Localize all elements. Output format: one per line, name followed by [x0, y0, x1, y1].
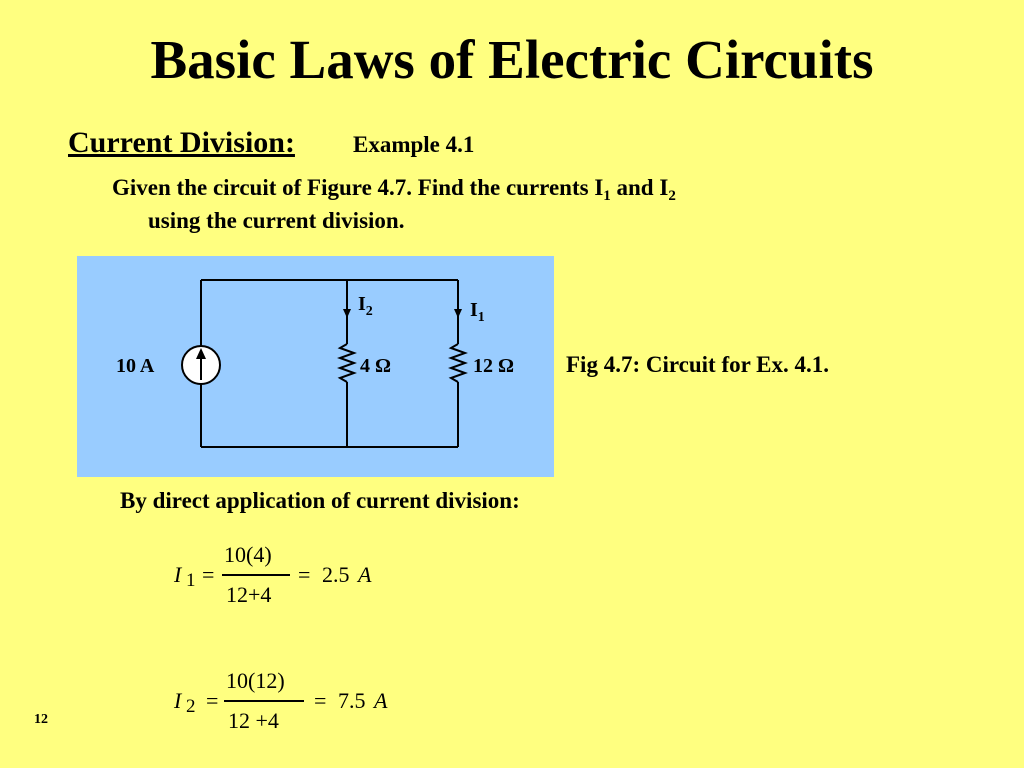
- eq-equals: =: [314, 688, 327, 713]
- current-i2-label: I2: [358, 293, 373, 319]
- figure-caption: Fig 4.7: Circuit for Ex. 4.1.: [566, 352, 829, 377]
- eq-equals: =: [202, 562, 215, 587]
- current-arrow-i1-icon: [454, 309, 462, 318]
- eq-numerator: 10(12): [226, 668, 285, 693]
- resistor-4-ohm: [337, 343, 357, 383]
- method-text: By direct application of current divisio…: [120, 488, 520, 513]
- eq-lhs: I: [174, 688, 182, 713]
- eq-equals: =: [298, 562, 311, 587]
- fraction-bar: [224, 700, 304, 702]
- equation-i2: I 2 = 10(12) 12 +4 = 7.5 A: [170, 666, 430, 742]
- problem-text: and I: [610, 175, 669, 200]
- eq-result-unit: A: [374, 688, 388, 713]
- section-heading: Current Division:: [68, 126, 295, 159]
- resistor-12-ohm: [448, 343, 468, 383]
- eq-equals: =: [206, 688, 219, 713]
- eq-lhs-sub: 1: [186, 570, 196, 591]
- resistor-4-label: 4 Ω: [360, 355, 391, 377]
- problem-text: Given the circuit of Figure 4.7. Find th…: [112, 175, 604, 200]
- slide-title: Basic Laws of Electric Circuits: [150, 29, 874, 90]
- eq-numerator: 10(4): [224, 542, 272, 567]
- example-label: Example 4.1: [353, 132, 475, 157]
- eq-lhs: I: [174, 562, 182, 587]
- current-source: [181, 345, 221, 385]
- current-arrow-i2-icon: [343, 309, 351, 318]
- circuit-diagram: 10 A 4 Ω 12 Ω I2 I1: [116, 279, 514, 448]
- eq-lhs-sub: 2: [186, 696, 196, 717]
- eq-denominator: 12+4: [226, 582, 272, 607]
- circuit-figure: 10 A 4 Ω 12 Ω I2 I1: [77, 256, 554, 477]
- eq-result-value: 7.5: [338, 688, 366, 713]
- resistor-12-label: 12 Ω: [473, 355, 514, 377]
- fraction-bar: [222, 574, 290, 576]
- equation-i1: I 1 = 10(4) 12+4 = 2.5 A: [170, 538, 410, 614]
- page-number: 12: [34, 712, 48, 727]
- eq-denominator: 12 +4: [228, 708, 279, 733]
- source-label: 10 A: [116, 355, 155, 377]
- eq-result-value: 2.5: [322, 562, 350, 587]
- problem-statement-line2: using the current division.: [148, 208, 405, 233]
- subscript: 2: [668, 188, 676, 204]
- subscript: 1: [603, 188, 611, 204]
- current-i1-label: I1: [470, 299, 485, 325]
- eq-result-unit: A: [358, 562, 372, 587]
- problem-statement-line1: Given the circuit of Figure 4.7. Find th…: [112, 175, 676, 204]
- source-arrow-icon: [196, 348, 206, 359]
